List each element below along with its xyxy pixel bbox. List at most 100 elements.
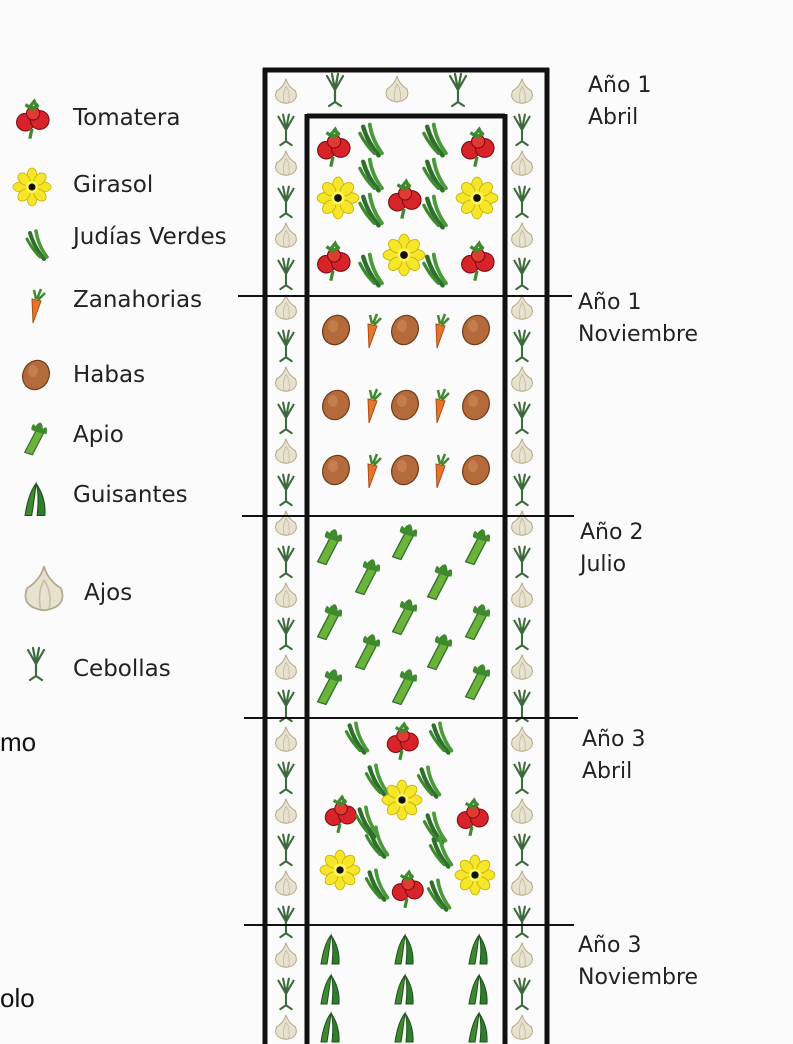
plot-d-icon <box>455 855 495 895</box>
plot-d-icon <box>320 850 360 890</box>
border-left-icon <box>276 79 297 104</box>
plot-d-icon <box>366 870 387 899</box>
period-label-4: Año 3 Abril <box>582 724 645 788</box>
plot-a-icon <box>462 243 494 280</box>
plot-a-icon <box>424 197 446 228</box>
border-left-icon <box>278 907 293 937</box>
border-left-icon <box>276 295 297 320</box>
plot-d-icon <box>366 827 387 856</box>
plot-e-icon <box>321 975 339 1004</box>
border-left-icon <box>278 403 293 433</box>
plot-c-icon <box>466 527 493 566</box>
plot-b-icon <box>387 451 423 489</box>
border-right-icon <box>512 151 533 176</box>
plot-e-icon <box>395 1013 413 1042</box>
period-label-2: Año 1 Noviembre <box>578 287 698 351</box>
legend-fava-icon <box>18 356 54 394</box>
period-label-1: Año 1 Abril <box>588 70 651 134</box>
border-left-icon <box>276 151 297 176</box>
border-right-icon <box>512 511 533 536</box>
border-left-icon <box>278 547 293 577</box>
border-left-icon <box>276 943 297 968</box>
legend-label-cebollas: Cebollas <box>73 656 171 682</box>
period-year: Año 2 <box>580 517 643 549</box>
plot-c-icon <box>318 527 345 566</box>
clipped-text-fragment: mo <box>0 727 36 758</box>
plot-a-icon <box>462 129 494 166</box>
border-left-icon <box>276 799 297 824</box>
border-right-icon <box>514 259 529 289</box>
plot-d-icon <box>366 765 387 794</box>
plot-a-icon <box>456 177 498 219</box>
plot-b-icon <box>458 311 494 349</box>
border-right-icon <box>514 763 529 793</box>
top-row-icon <box>327 74 343 106</box>
plot-c-icon <box>318 602 345 641</box>
plot-a-icon <box>317 177 359 219</box>
legend-label-ajos: Ajos <box>84 580 132 606</box>
plot-d-icon <box>387 724 418 760</box>
border-right-icon <box>514 979 529 1009</box>
plot-d-icon <box>382 780 422 820</box>
plot-b-icon <box>436 454 449 488</box>
plot-b-icon <box>318 451 354 489</box>
border-left-icon <box>278 259 293 289</box>
plot-e-icon <box>321 1013 339 1042</box>
border-left-icon <box>276 1015 297 1040</box>
border-right-icon <box>514 115 529 145</box>
plot-e-icon <box>395 935 413 964</box>
plot-c-icon <box>393 597 420 636</box>
border-left-icon <box>278 835 293 865</box>
plot-b-icon <box>368 389 381 423</box>
period-label-3: Año 2 Julio <box>580 517 643 581</box>
plot-b-icon <box>458 451 494 489</box>
plot-e-icon <box>469 1013 487 1042</box>
period-month: Abril <box>588 102 651 134</box>
border-right-icon <box>512 1015 533 1040</box>
period-year: Año 3 <box>582 724 645 756</box>
plot-c-icon <box>428 562 455 601</box>
border-right-icon <box>512 727 533 752</box>
period-label-5: Año 3 Noviembre <box>578 930 698 994</box>
border-left-icon <box>276 511 297 536</box>
period-month: Julio <box>580 549 643 581</box>
border-left-icon <box>276 583 297 608</box>
legend-pea-icon <box>25 484 45 516</box>
legend-icons <box>13 101 63 680</box>
plot-c-icon <box>393 522 420 561</box>
legend-carrot-icon <box>32 289 45 323</box>
plot-e-icon <box>469 975 487 1004</box>
plot-d-icon <box>392 872 423 908</box>
legend-tomato-icon <box>17 101 49 138</box>
border-right-icon <box>514 475 529 505</box>
plot-a-icon <box>383 234 425 276</box>
plot-d-icon <box>356 807 377 836</box>
plot-c-icon <box>428 632 455 671</box>
border-left-icon <box>278 691 293 721</box>
plot-a-icon <box>360 255 382 286</box>
top-row-icon <box>386 76 408 102</box>
plot-d-icon <box>457 800 488 836</box>
top-row-icon <box>450 74 466 106</box>
border-right-icon <box>512 223 533 248</box>
period-year: Año 1 <box>578 287 698 319</box>
border-left-icon <box>278 331 293 361</box>
plot-b-icon <box>458 386 494 424</box>
plot-c-icon <box>466 662 493 701</box>
border-left-icon <box>276 223 297 248</box>
plot-d-icon <box>430 837 451 866</box>
legend-sunflower-icon <box>13 168 51 206</box>
border-left-icon <box>276 655 297 680</box>
clipped-text-fragment: olo <box>0 983 35 1014</box>
plot-a-icon <box>424 160 446 191</box>
plot-c-icon <box>356 632 383 671</box>
plot-e-icon <box>395 975 413 1004</box>
plot-d-icon <box>428 880 449 909</box>
plot-d-icon <box>325 797 356 833</box>
legend-onion-icon <box>28 648 44 680</box>
legend-label-girasol: Girasol <box>73 172 153 198</box>
plot-b-icon <box>318 386 354 424</box>
border-right-icon <box>514 187 529 217</box>
plot-e-icon <box>321 935 339 964</box>
